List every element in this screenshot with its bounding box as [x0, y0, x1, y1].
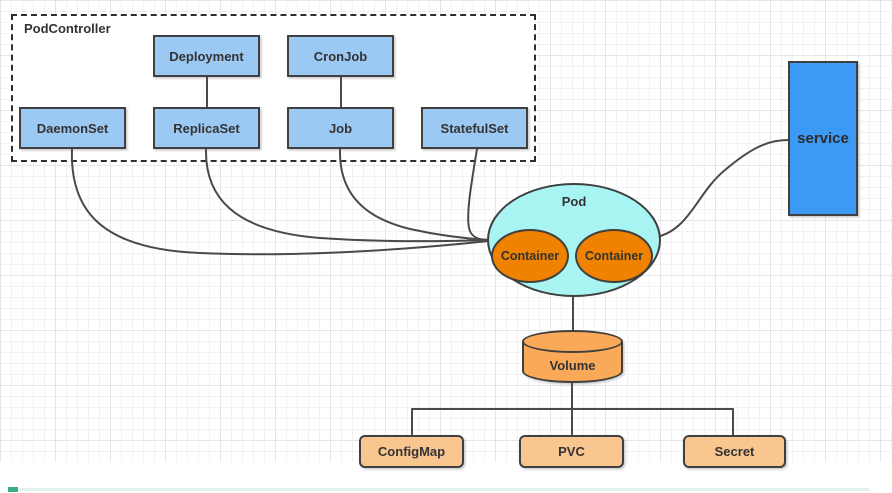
node-cronjob-label: CronJob	[313, 48, 368, 64]
node-pod-label: Pod	[561, 194, 587, 209]
node-daemonset[interactable]: DaemonSet	[19, 107, 126, 149]
node-pvc-label: PVC	[558, 444, 585, 459]
node-configmap[interactable]: ConfigMap	[359, 435, 464, 468]
node-container-2-label: Container	[584, 249, 644, 263]
node-cronjob[interactable]: CronJob	[287, 35, 394, 77]
node-secret-label: Secret	[714, 444, 755, 459]
node-job[interactable]: Job	[287, 107, 394, 149]
node-daemonset-label: DaemonSet	[36, 120, 109, 136]
node-replicaset[interactable]: ReplicaSet	[153, 107, 260, 149]
node-statefulset-label: StatefulSet	[440, 120, 509, 136]
node-container-1-label: Container	[500, 249, 560, 263]
volume-cylinder-top	[522, 330, 623, 353]
node-container-1[interactable]: Container	[491, 229, 569, 283]
node-pvc[interactable]: PVC	[519, 435, 624, 468]
progress-bar-track	[8, 488, 869, 491]
pod-controller-label: PodController	[24, 21, 111, 36]
node-container-2[interactable]: Container	[575, 229, 653, 283]
node-replicaset-label: ReplicaSet	[173, 120, 240, 136]
node-statefulset[interactable]: StatefulSet	[421, 107, 528, 149]
node-secret[interactable]: Secret	[683, 435, 786, 468]
progress-bar-fill	[8, 487, 18, 492]
node-service-label: service	[797, 130, 849, 147]
node-volume-label: Volume	[549, 358, 596, 373]
node-deployment-label: Deployment	[169, 48, 244, 64]
node-service[interactable]: service	[788, 61, 858, 216]
node-deployment[interactable]: Deployment	[153, 35, 260, 77]
node-configmap-label: ConfigMap	[377, 444, 446, 459]
node-job-label: Job	[328, 120, 353, 136]
